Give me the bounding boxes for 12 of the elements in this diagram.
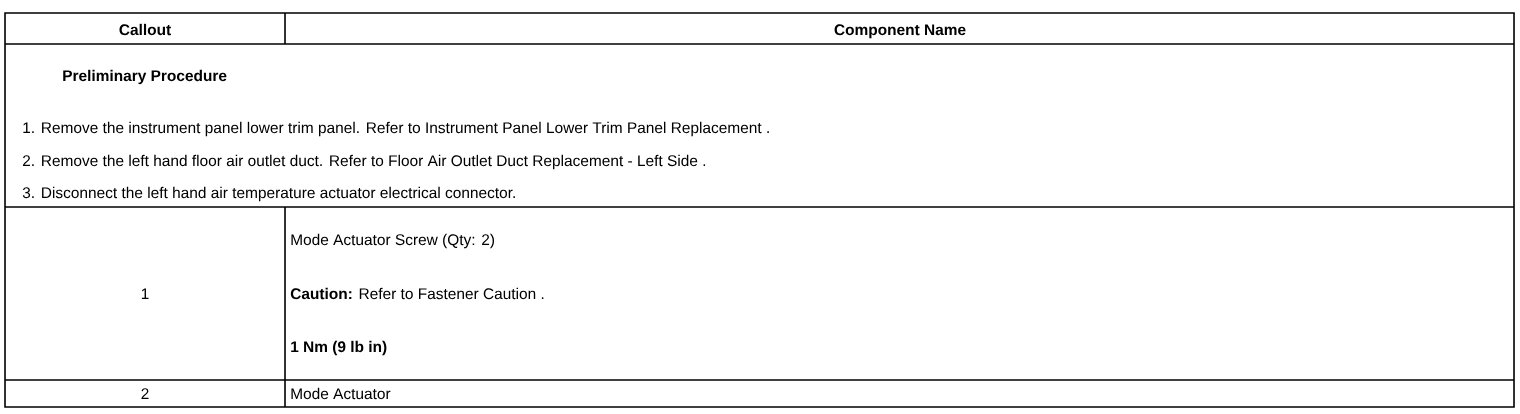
column-header: Component Name [834, 24, 966, 39]
column-header: Callout [119, 23, 171, 36]
procedure-heading: Preliminary Procedure [63, 69, 227, 85]
component-name: Mode Actuator [291, 387, 391, 400]
procedure-step: 2. Remove the left hand floor air outlet duct. Refer to Floor Air Outlet Duct Replacement - Left Side . [23, 154, 706, 170]
component-name: Mode Actuator Screw (Qty: 2) [291, 233, 495, 249]
procedure-step: 1. Remove the instrument panel lower trim panel. Refer to Instrument Panel Lower Trim Panel Replacement . [23, 121, 769, 137]
torque-spec: 1 Nm (9 lb in) [291, 340, 387, 356]
callout-number: 1 [141, 288, 149, 299]
procedure-step: 3. Disconnect the left hand air temperature actuator electrical connector. [22, 186, 515, 202]
callout-number: 2 [141, 388, 149, 399]
caution-note: Caution: Refer to Fastener Caution . [290, 287, 544, 300]
